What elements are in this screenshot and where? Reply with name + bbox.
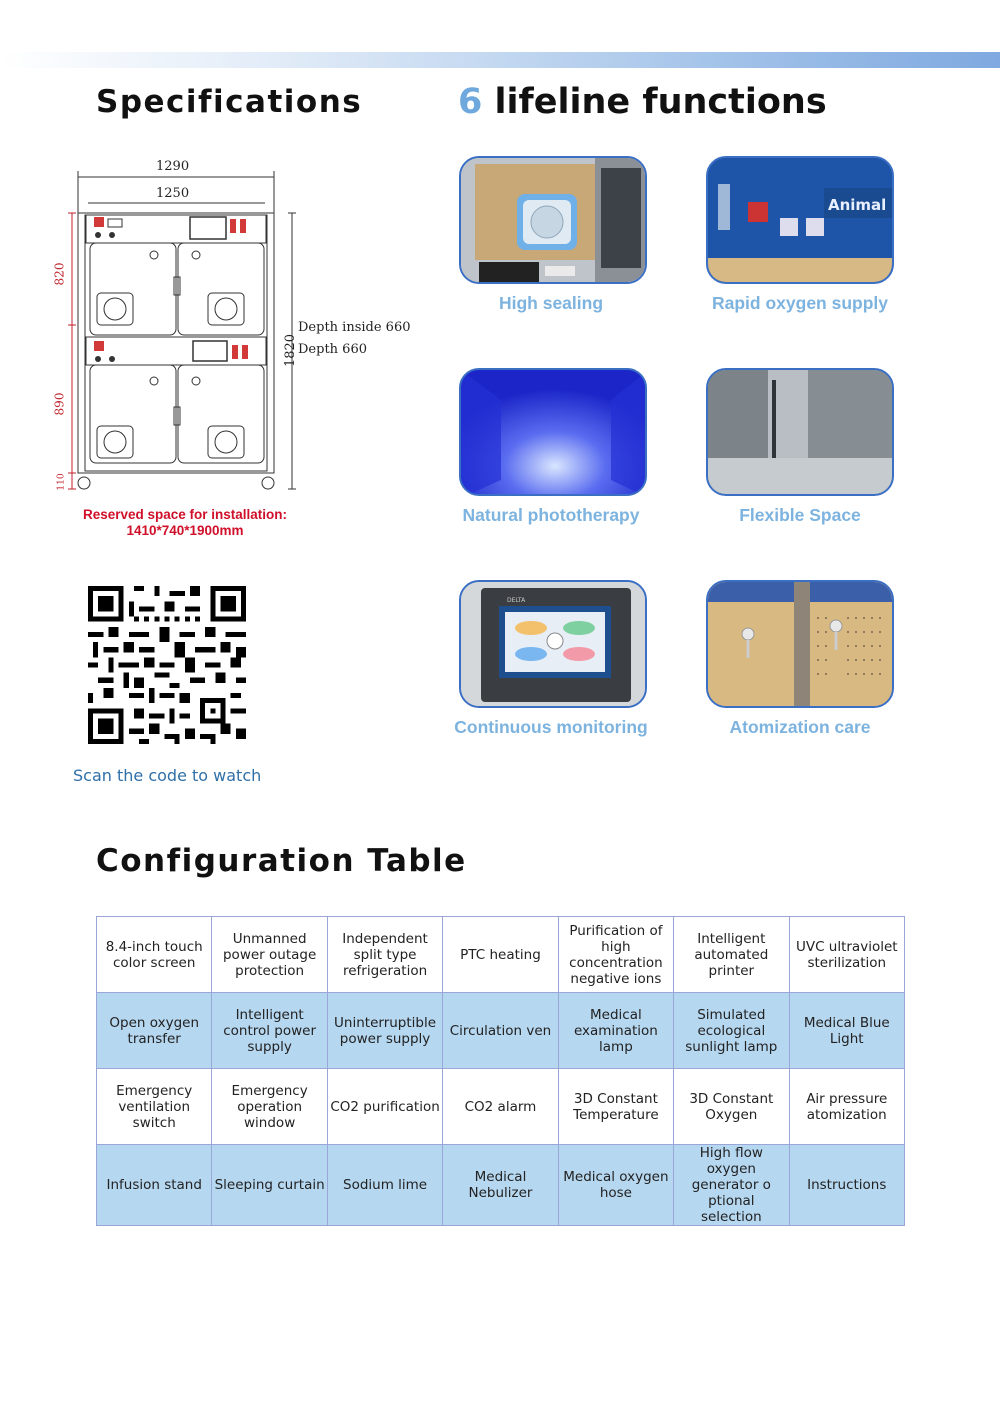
qr-code[interactable] [88, 586, 246, 744]
dim-depth-inside: Depth inside 660 [298, 320, 411, 335]
configuration-table-heading: Configuration Table [96, 843, 467, 879]
feature-image-continuous-monitoring: DELTA [459, 580, 647, 708]
table-row: Emergency ventilation switch Emergency o… [95, 1068, 906, 1145]
reserved-line-2: 1410*740*1900mm [126, 523, 244, 538]
table-cell: PTC heating [442, 916, 559, 993]
dim-base-height: 110 [56, 473, 67, 491]
table-cell: CO2 purification [326, 1068, 444, 1145]
dim-inner-width: 1250 [156, 186, 190, 201]
dim-total-height: 1820 [283, 333, 299, 368]
table-cell: Instructions [788, 1144, 906, 1226]
table-cell: 8.4-inch touch color screen [95, 916, 213, 993]
table-cell: Infusion stand [95, 1144, 213, 1226]
table-cell: Emergency operation window [211, 1068, 328, 1145]
feature-label-natural-phototherapy: Natural phototherapy [462, 505, 640, 525]
table-cell: Open oxygen transfer [95, 992, 213, 1069]
table-cell: CO2 alarm [442, 1068, 559, 1145]
header-gradient-band [0, 52, 1000, 68]
rapid-oxygen-illustration: Animal Me [708, 158, 894, 282]
table-cell: Sleeping curtain [211, 1144, 328, 1226]
table-cell: Purification of high concentration negat… [557, 916, 675, 993]
feature-image-high-sealing [459, 156, 647, 284]
monitoring-illustration: DELTA [461, 582, 645, 706]
feature-label-flexible-space: Flexible Space [739, 505, 861, 525]
functions-heading: 6 lifeline functions [458, 82, 827, 122]
qr-caption: Scan the code to watch [73, 766, 262, 785]
functions-count: 6 [458, 82, 483, 122]
table-row: Open oxygen transfer Intelligent control… [95, 992, 906, 1069]
table-cell: Air pressure atomization [788, 1068, 906, 1145]
dim-upper-height: 820 [52, 262, 67, 286]
feature-label-atomization-care: Atomization care [729, 717, 871, 737]
table-cell: Uninterruptible power supply [326, 992, 444, 1069]
atomization-illustration [708, 582, 892, 706]
table-cell: Medical Blue Light [788, 992, 906, 1069]
feature-image-atomization-care [706, 580, 894, 708]
dim-outer-width: 1290 [156, 159, 190, 174]
flexible-space-illustration [708, 370, 892, 494]
high-sealing-illustration [461, 158, 645, 282]
table-cell: 3D Constant Oxygen [673, 1068, 790, 1145]
table-cell: High flow oxygen generator o ptional sel… [673, 1144, 790, 1226]
table-cell: Intelligent control power supply [211, 992, 328, 1069]
configuration-table: 8.4-inch touch color screen Unmanned pow… [95, 916, 906, 1226]
specifications-heading: Specifications [96, 84, 363, 120]
table-cell: UVC ultraviolet sterilization [788, 916, 906, 993]
feature-image-flexible-space [706, 368, 894, 496]
table-cell: Medical oxygen hose [557, 1144, 675, 1226]
functions-title: lifeline functions [494, 82, 827, 122]
table-cell: Simulated ecological sunlight lamp [673, 992, 790, 1069]
animal-med-screen-text: Animal Me [828, 196, 894, 214]
table-cell: 3D Constant Temperature [557, 1068, 675, 1145]
qr-code-svg [88, 586, 246, 744]
table-cell: Medical examination lamp [557, 992, 675, 1069]
reserved-line-1: Reserved space for installation: [82, 507, 288, 522]
table-cell: Unmanned power outage protection [211, 916, 328, 993]
cabinet-technical-drawing: 1290 1250 820 890 110 1820 Depth inside … [50, 155, 430, 510]
feature-label-high-sealing: High sealing [498, 293, 604, 313]
panel-brand-text: DELTA [507, 597, 526, 604]
feature-image-natural-phototherapy [459, 368, 647, 496]
table-cell: Emergency ventilation switch [95, 1068, 213, 1145]
feature-image-rapid-oxygen-supply: Animal Me [706, 156, 894, 284]
table-cell: Intelligent automated printer [673, 916, 790, 993]
feature-label-continuous-monitoring: Continuous monitoring [454, 717, 648, 737]
reserved-space-note: Reserved space for installation: 1410*74… [60, 507, 310, 539]
table-row: 8.4-inch touch color screen Unmanned pow… [95, 916, 906, 993]
feature-label-rapid-oxygen-supply: Rapid oxygen supply [712, 293, 888, 313]
cabinet-drawing-svg [68, 171, 296, 490]
table-cell: Medical Nebulizer [442, 1144, 559, 1226]
dim-depth: Depth 660 [298, 342, 367, 357]
table-row: Infusion stand Sleeping curtain Sodium l… [95, 1144, 906, 1226]
dim-lower-height: 890 [52, 392, 67, 416]
table-cell: Sodium lime [326, 1144, 444, 1226]
phototherapy-illustration [461, 370, 645, 494]
table-cell: Circulation ven [442, 992, 559, 1069]
table-cell: Independent split type refrigeration [326, 916, 444, 993]
